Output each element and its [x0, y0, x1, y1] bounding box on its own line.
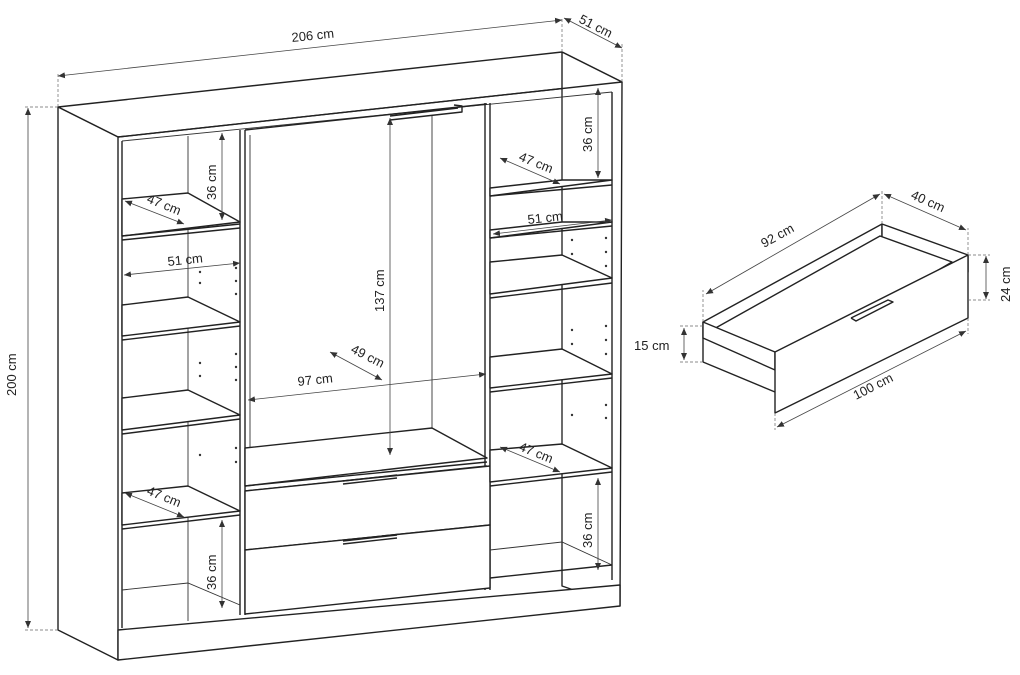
wardrobe-plinth	[117, 584, 621, 661]
right-shelf-3	[489, 254, 613, 295]
label-shelf-height-left-bottom: 36 cm	[204, 555, 219, 590]
hanging-floor	[244, 427, 488, 487]
drawer-dimensions	[680, 190, 990, 430]
label-drawer-height-front: 24 cm	[998, 267, 1013, 302]
label-height: 200 cm	[4, 353, 19, 396]
wardrobe-top	[57, 51, 623, 138]
left-peg-holes	[198, 266, 238, 464]
right-peg-holes	[570, 236, 608, 420]
label-hanging-height: 137 cm	[372, 269, 387, 312]
top-front-edge	[117, 81, 623, 138]
left-shelf-2	[121, 296, 241, 337]
label-hanging-depth: 49 cm	[349, 341, 387, 370]
label-drawer-depth: 40 cm	[909, 187, 947, 215]
label-drawer-length-front: 100 cm	[851, 370, 896, 403]
label-width: 206 cm	[291, 26, 335, 45]
right-shelf-4	[489, 348, 613, 389]
wardrobe: 206 cm 51 cm 200 cm 36 cm 36 cm 47 cm 47…	[4, 11, 623, 661]
label-shelf-height-right-top: 36 cm	[580, 117, 595, 152]
drawer-handle	[850, 299, 894, 322]
hanging-rail	[389, 104, 463, 121]
label-drawer-height-side: 15 cm	[634, 338, 669, 353]
wardrobe-drawers	[244, 465, 491, 615]
label-hanging-width: 97 cm	[297, 370, 334, 389]
label-shelf-width-left: 51 cm	[167, 250, 204, 269]
left-shelf-3	[121, 389, 241, 431]
label-shelf-height-left-top: 36 cm	[204, 165, 219, 200]
label-shelf-width-right: 51 cm	[527, 208, 564, 227]
drawer: 92 cm 40 cm 24 cm 15 cm 100 cm	[634, 187, 1013, 430]
wardrobe-left-side	[57, 106, 119, 661]
wardrobe-drawer-2	[244, 524, 491, 615]
label-depth: 51 cm	[577, 11, 615, 40]
wardrobe-dimensions	[24, 17, 623, 631]
label-shelf-height-right-bottom: 36 cm	[580, 513, 595, 548]
label-drawer-length-inner: 92 cm	[758, 220, 796, 250]
left-shelf-4	[121, 485, 241, 526]
label-shelf-depth-right-top: 47 cm	[517, 149, 555, 176]
